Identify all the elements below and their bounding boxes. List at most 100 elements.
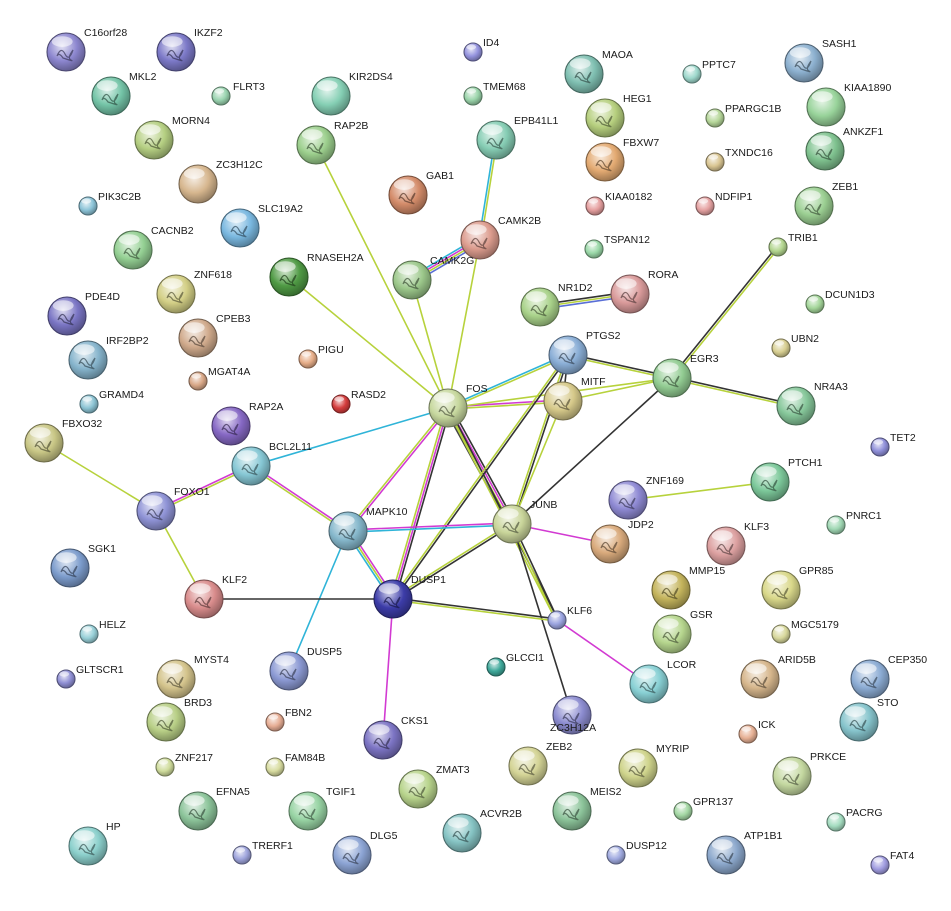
node-bcl2l11[interactable]: BCL2L11: [231, 441, 312, 486]
edge-DUSP1-CKS1[interactable]: [382, 598, 394, 741]
node-slc19a2[interactable]: SLC19A2: [220, 203, 303, 248]
node-epb41l1[interactable]: EPB41L1: [476, 115, 559, 160]
node-ptgs2[interactable]: PTGS2: [548, 330, 621, 375]
node-tspan12[interactable]: TSPAN12: [584, 234, 650, 259]
node-fbn2[interactable]: FBN2: [265, 707, 312, 732]
edge-MAPK10-DUSP5[interactable]: [288, 530, 349, 672]
node-fos[interactable]: FOS: [428, 383, 488, 428]
node-znf618[interactable]: ZNF618: [156, 269, 232, 314]
node-pacrg[interactable]: PACRG: [826, 807, 883, 832]
edge-MITF-JUNB[interactable]: [511, 400, 564, 525]
node-fbxo32[interactable]: FBXO32: [24, 418, 102, 463]
node-zc3h12a[interactable]: ZC3H12A: [550, 695, 596, 735]
node-meis2[interactable]: MEIS2: [552, 786, 622, 831]
node-mapk10[interactable]: MAPK10: [328, 506, 408, 551]
node-rap2a[interactable]: RAP2A: [211, 401, 283, 446]
node-cks1[interactable]: CKS1: [363, 715, 429, 760]
node-foxo1[interactable]: FOXO1: [136, 486, 210, 531]
edge-FOS-CAMK2B[interactable]: [447, 239, 481, 409]
node-maoa[interactable]: MAOA: [564, 49, 633, 94]
node-fam84b[interactable]: FAM84B: [265, 752, 325, 777]
node-hp[interactable]: HP: [68, 821, 121, 866]
node-camk2b[interactable]: CAMK2B: [460, 215, 541, 260]
node-klf6[interactable]: KLF6: [547, 605, 592, 630]
node-lcor[interactable]: LCOR: [629, 659, 697, 704]
node-sash1[interactable]: SASH1: [784, 38, 857, 83]
node-brd3[interactable]: BRD3: [146, 697, 212, 742]
node-gpr85[interactable]: GPR85: [761, 565, 834, 610]
node-gramd4[interactable]: GRAMD4: [79, 389, 144, 414]
node-mgat4a[interactable]: MGAT4A: [188, 366, 250, 391]
node-dcun1d3[interactable]: DCUN1D3: [805, 289, 875, 314]
edge-FOS-MAPK10[interactable]: [346, 406, 450, 533]
node-sto[interactable]: STO: [839, 697, 898, 742]
node-znf217[interactable]: ZNF217: [155, 752, 213, 777]
node-ptch1[interactable]: PTCH1: [750, 457, 823, 502]
node-ankzf1[interactable]: ANKZF1: [805, 126, 883, 171]
edge-EGR3-NR4A3[interactable]: [670, 376, 798, 408]
node-gpr137[interactable]: GPR137: [673, 796, 733, 821]
node-gab1[interactable]: GAB1: [388, 170, 454, 215]
node-acvr2b[interactable]: ACVR2B: [442, 808, 522, 853]
node-zeb2[interactable]: ZEB2: [508, 741, 572, 786]
node-cpeb3[interactable]: CPEB3: [178, 313, 251, 358]
edge-FBXO32-FOXO1[interactable]: [43, 442, 157, 512]
node-dusp5[interactable]: DUSP5: [269, 646, 342, 691]
node-prkce[interactable]: PRKCE: [772, 751, 846, 796]
node-zc3h12c[interactable]: ZC3H12C: [178, 159, 263, 204]
node-mmp15[interactable]: MMP15: [651, 565, 725, 610]
node-trib1[interactable]: TRIB1: [768, 232, 818, 257]
edge-MAPK10-JUNB[interactable]: [347, 522, 513, 533]
node-helz[interactable]: HELZ: [79, 619, 126, 644]
node-trerf1[interactable]: TRERF1: [232, 840, 293, 865]
node-flrt3[interactable]: FLRT3: [211, 81, 265, 106]
node-junb[interactable]: JUNB: [492, 499, 557, 544]
node-ick[interactable]: ICK: [738, 719, 776, 744]
node-pptc7[interactable]: PPTC7: [682, 59, 736, 84]
node-glcci1[interactable]: GLCCI1: [486, 652, 544, 677]
node-znf169[interactable]: ZNF169: [608, 475, 684, 520]
node-irf2bp2[interactable]: IRF2BP2: [68, 335, 149, 380]
node-kiaa1890[interactable]: KIAA1890: [806, 82, 891, 127]
node-tgif1[interactable]: TGIF1: [288, 786, 356, 831]
node-ikzf2[interactable]: IKZF2: [156, 27, 223, 72]
node-heg1[interactable]: HEG1: [585, 93, 652, 138]
edge-FOS-PTGS2[interactable]: [446, 353, 570, 410]
node-tmem68[interactable]: TMEM68: [463, 81, 526, 106]
node-pnrc1[interactable]: PNRC1: [826, 510, 882, 535]
node-ppargc1b[interactable]: PPARGC1B: [705, 103, 781, 128]
node-fat4[interactable]: FAT4: [870, 850, 914, 875]
node-klf3[interactable]: KLF3: [706, 521, 769, 566]
node-mkl2[interactable]: MKL2: [91, 71, 157, 116]
node-gsr[interactable]: GSR: [652, 609, 713, 654]
edge-FOS-DUSP1[interactable]: [390, 406, 451, 601]
edge-DUSP1-KLF6[interactable]: [392, 597, 558, 622]
node-id4[interactable]: ID4: [463, 37, 500, 62]
edge-FOS-RNASEH2A[interactable]: [288, 276, 449, 409]
edge-FOS-RAP2B[interactable]: [315, 144, 449, 409]
node-dusp1[interactable]: DUSP1: [373, 574, 446, 619]
edge-PTGS2-DUSP1[interactable]: [391, 353, 570, 601]
edge-FOS-CAMK2G[interactable]: [411, 279, 449, 409]
node-arid5b[interactable]: ARID5B: [740, 654, 816, 699]
node-tet2[interactable]: TET2: [870, 432, 916, 457]
node-efna5[interactable]: EFNA5: [178, 786, 250, 831]
node-zeb1[interactable]: ZEB1: [794, 181, 858, 226]
edge-ZNF169-PTCH1[interactable]: [627, 481, 771, 501]
node-pik3c2b[interactable]: PIK3C2B: [78, 191, 141, 216]
node-cep350[interactable]: CEP350: [850, 654, 927, 699]
node-camk2g[interactable]: CAMK2G: [392, 255, 474, 300]
node-pigu[interactable]: PIGU: [298, 344, 344, 369]
node-mgc5179[interactable]: MGC5179: [771, 619, 839, 644]
edge-JUNB-DUSP1[interactable]: [391, 522, 514, 601]
node-txndc16[interactable]: TXNDC16: [705, 147, 773, 172]
node-ndfip1[interactable]: NDFIP1: [695, 191, 753, 216]
node-morn4[interactable]: MORN4: [134, 115, 210, 160]
node-atp1b1[interactable]: ATP1B1: [706, 830, 782, 875]
node-fbxw7[interactable]: FBXW7: [585, 137, 659, 182]
node-dlg5[interactable]: DLG5: [332, 830, 398, 875]
node-mitf[interactable]: MITF: [543, 376, 606, 421]
node-pde4d[interactable]: PDE4D: [47, 291, 120, 336]
node-nr4a3[interactable]: NR4A3: [776, 381, 848, 426]
node-jdp2[interactable]: JDP2: [590, 519, 654, 564]
